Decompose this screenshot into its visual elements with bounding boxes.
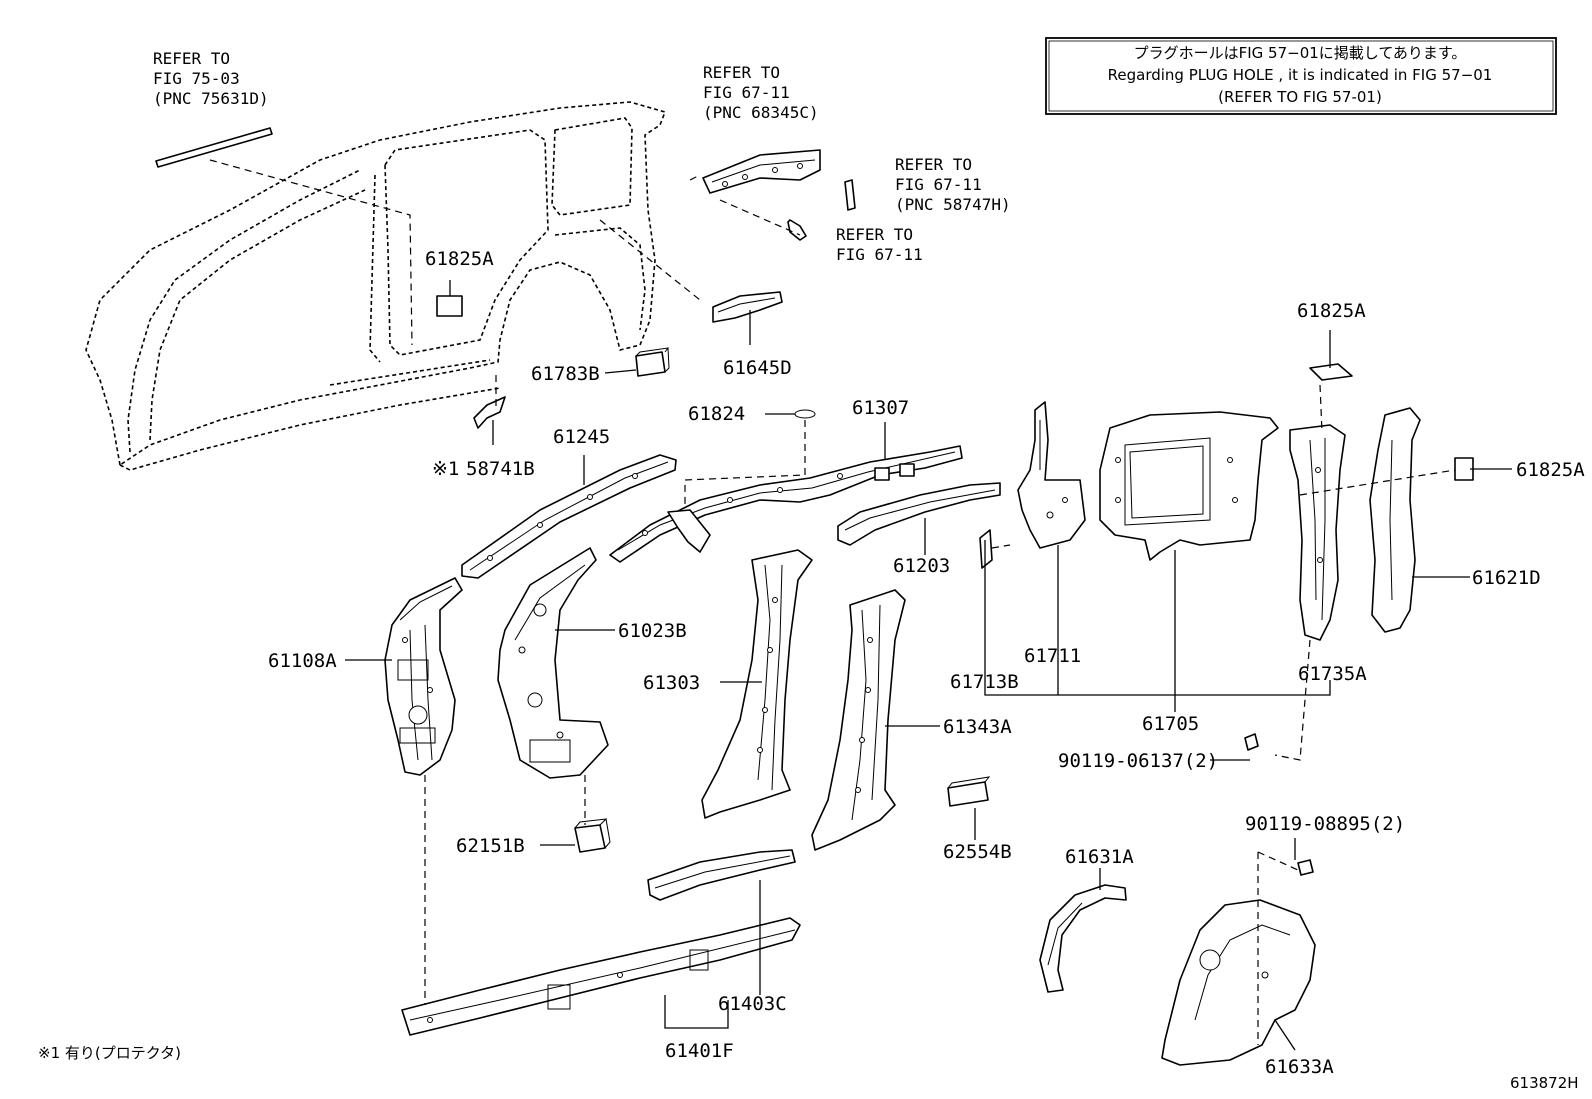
part-61245-drawing	[461, 454, 677, 579]
part-label-61108A: 61108A	[268, 650, 337, 672]
part-label-61825A-right: 61825A	[1516, 459, 1585, 481]
assembly-dash-lines	[209, 159, 1456, 1045]
svg-text:REFER TO: REFER TO	[703, 63, 780, 82]
part-61705-drawing	[1099, 411, 1279, 561]
part-61343A-drawing	[811, 589, 906, 851]
notice-line-3: (REFER TO FIG 57-01)	[1218, 88, 1382, 106]
part-61307-drawing	[609, 409, 963, 563]
notice-line-2: Regarding PLUG HOLE , it is indicated in…	[1108, 66, 1493, 84]
svg-text:FIG 67-11: FIG 67-11	[703, 83, 790, 102]
side-outer-panel-drawing	[85, 101, 670, 471]
part-label-61825A-upper: 61825A	[1297, 300, 1366, 322]
part-62151B-drawing	[574, 818, 611, 853]
part-label-61735A: 61735A	[1298, 663, 1367, 685]
part-62554B-drawing	[947, 776, 991, 807]
svg-text:REFER TO: REFER TO	[895, 155, 972, 174]
part-label-61401F: 61401F	[665, 1040, 734, 1062]
part-label-61631A: 61631A	[1065, 846, 1134, 868]
svg-text:REFER TO: REFER TO	[153, 49, 230, 68]
part-label-62554B: 62554B	[943, 841, 1012, 863]
footnote: ※1 有り(プロテクタ)	[38, 1044, 181, 1062]
svg-text:(PNC 68345C): (PNC 68345C)	[703, 103, 819, 122]
part-label-61711: 61711	[1024, 645, 1081, 667]
part-61401F-drawing	[401, 917, 801, 1036]
part-number-labels: 61825A 61783B 61645D ※1 58741B 61245 618…	[268, 248, 1585, 1078]
part-61735A-drawing	[1289, 363, 1353, 641]
svg-text:FIG 67-11: FIG 67-11	[895, 175, 982, 194]
part-label-61824: 61824	[688, 403, 745, 425]
part-label-90119-08895: 90119-08895(2)	[1245, 813, 1405, 835]
part-label-61621D: 61621D	[1472, 567, 1541, 589]
reference-fig-67-11-a: REFER TO FIG 67-11 (PNC 68345C)	[703, 63, 819, 122]
part-61023B-drawing	[497, 547, 609, 779]
part-label-58741B-mark: ※1	[432, 458, 459, 480]
part-label-62151B: 62151B	[456, 835, 525, 857]
leader-lines	[345, 280, 1512, 1051]
part-label-61403C: 61403C	[718, 993, 787, 1015]
notice-line-1: プラグホールはFIG 57−01に掲載してあります。	[1134, 44, 1467, 62]
part-label-61783B: 61783B	[531, 363, 600, 385]
part-label-61825A: 61825A	[425, 248, 494, 270]
part-label-90119-06137: 90119-06137(2)	[1058, 750, 1218, 772]
svg-text:FIG 75-03: FIG 75-03	[153, 69, 240, 88]
part-61108A-drawing	[384, 577, 463, 776]
part-61631A-drawing	[1039, 884, 1127, 993]
part-61303-drawing	[701, 549, 813, 819]
part-label-61645D: 61645D	[723, 357, 792, 379]
svg-text:FIG 67-11: FIG 67-11	[836, 245, 923, 264]
figure-code: 613872H	[1510, 1074, 1579, 1092]
part-label-61023B: 61023B	[618, 620, 687, 642]
reference-fig-67-11-b: REFER TO FIG 67-11 (PNC 58747H)	[895, 155, 1011, 214]
reference-fig-75-03: REFER TO FIG 75-03 (PNC 75631D)	[153, 49, 269, 108]
part-label-61203: 61203	[893, 555, 950, 577]
part-61403C-drawing	[647, 849, 796, 901]
part-label-61633A: 61633A	[1265, 1056, 1334, 1078]
part-label-61303: 61303	[643, 672, 700, 694]
part-label-61245: 61245	[553, 426, 610, 448]
svg-text:REFER TO: REFER TO	[836, 225, 913, 244]
notice-box: プラグホールはFIG 57−01に掲載してあります。 Regarding PLU…	[1045, 37, 1557, 115]
part-61203-drawing	[837, 482, 1001, 546]
part-61633A-drawing	[1161, 733, 1316, 1066]
part-label-61705: 61705	[1142, 713, 1199, 735]
part-label-58741B: 58741B	[466, 458, 535, 480]
part-61711-drawing	[979, 401, 1086, 569]
roof-side-inner-rail-drawing	[702, 149, 856, 323]
part-label-61307: 61307	[852, 397, 909, 419]
svg-text:(PNC 75631D): (PNC 75631D)	[153, 89, 269, 108]
part-label-61343A: 61343A	[943, 716, 1012, 738]
part-61621D-drawing	[1369, 407, 1474, 633]
part-label-61713B: 61713B	[950, 671, 1019, 693]
svg-text:(PNC 58747H): (PNC 58747H)	[895, 195, 1011, 214]
reference-fig-67-11-c: REFER TO FIG 67-11	[836, 225, 923, 264]
